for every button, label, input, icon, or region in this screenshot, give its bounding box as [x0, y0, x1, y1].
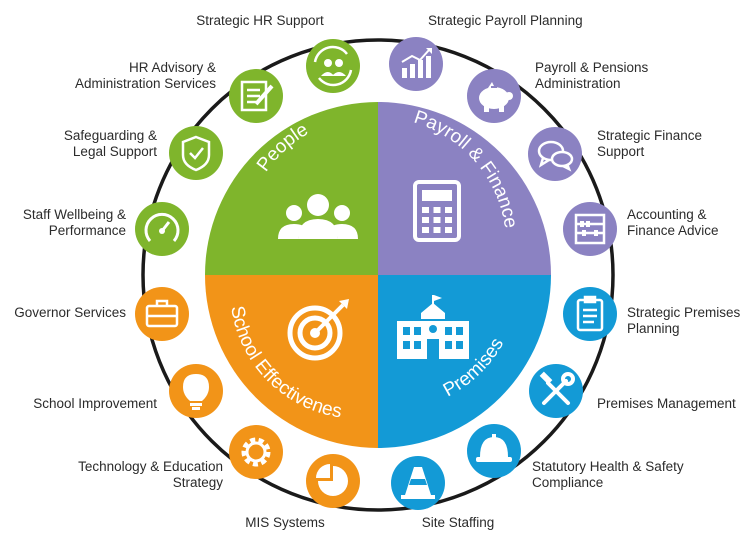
document-pen-icon: [240, 80, 274, 112]
people-group-icon: [278, 194, 358, 239]
label-strategic-hr-support: Strategic HR Support: [196, 13, 324, 28]
service-node-accounting[interactable]: [563, 202, 617, 256]
people-refresh-icon: [313, 45, 353, 87]
label-governor-services: Governor Services: [14, 305, 126, 320]
speech-bubbles-icon: [537, 140, 574, 172]
calculator-icon: [413, 180, 461, 242]
label-strategic-premises: Strategic Premises Planning: [627, 305, 741, 336]
school-building-icon: [397, 295, 469, 359]
label-premises-management: Premises Management: [597, 396, 736, 411]
label-hr-advisory: HR Advisory & Administration Services: [74, 60, 216, 91]
label-safeguarding: Safeguarding & Legal Support: [63, 128, 157, 159]
service-node-health-safety[interactable]: [467, 424, 521, 478]
gauge-icon: [144, 212, 180, 242]
service-node-school-improvement[interactable]: [169, 364, 223, 418]
cog-icon: [241, 437, 271, 467]
service-node-technology-strategy[interactable]: [229, 425, 283, 479]
hard-hat-icon: [476, 434, 512, 462]
quadrant-payroll: [378, 102, 551, 275]
abacus-icon: [574, 213, 606, 245]
hammer-wrench-icon: [539, 371, 575, 405]
service-node-strategic-payroll[interactable]: [389, 37, 443, 91]
label-accounting: Accounting & Finance Advice: [627, 207, 719, 238]
quadrant-premises: [378, 275, 551, 448]
label-staff-wellbeing: Staff Wellbeing & Performance: [22, 207, 126, 238]
label-strategic-finance: Strategic Finance Support: [597, 128, 703, 159]
outer-ring: [141, 38, 615, 512]
service-node-hr-advisory[interactable]: [229, 69, 283, 123]
shield-check-icon: [181, 135, 211, 172]
service-node-strategic-hr-support[interactable]: [306, 39, 360, 93]
label-payroll-pensions: Payroll & Pensions Administration: [535, 60, 649, 91]
service-node-mis-systems[interactable]: [306, 454, 360, 508]
service-node-payroll-pensions[interactable]: [467, 69, 521, 123]
piggy-bank-icon: [479, 82, 513, 112]
pie-chart-icon: [316, 464, 348, 496]
traffic-cone-icon: [401, 467, 435, 499]
briefcase-icon: [145, 299, 179, 328]
target-arrow-icon: [287, 299, 349, 361]
clipboard-icon: [576, 295, 604, 332]
quadrant-effectiveness: [205, 275, 378, 448]
label-strategic-payroll: Strategic Payroll Planning: [428, 13, 583, 28]
bar-chart-trend-icon: [401, 48, 432, 78]
label-health-safety: Statutory Health & Safety Compliance: [532, 459, 684, 490]
label-mis-systems: MIS Systems: [245, 515, 325, 530]
service-node-staff-wellbeing[interactable]: [135, 202, 189, 256]
service-node-site-staffing[interactable]: [391, 456, 445, 510]
label-school-improvement: School Improvement: [33, 396, 157, 411]
lightbulb-icon: [183, 374, 209, 410]
label-technology-strategy: Technology & Education Strategy: [78, 459, 223, 490]
label-site-staffing: Site Staffing: [421, 515, 495, 530]
service-node-governor-services[interactable]: [135, 287, 189, 341]
service-node-strategic-premises[interactable]: [563, 287, 617, 341]
service-node-strategic-finance[interactable]: [528, 127, 582, 181]
service-node-premises-management[interactable]: [529, 364, 583, 418]
service-node-safeguarding[interactable]: [169, 126, 223, 180]
